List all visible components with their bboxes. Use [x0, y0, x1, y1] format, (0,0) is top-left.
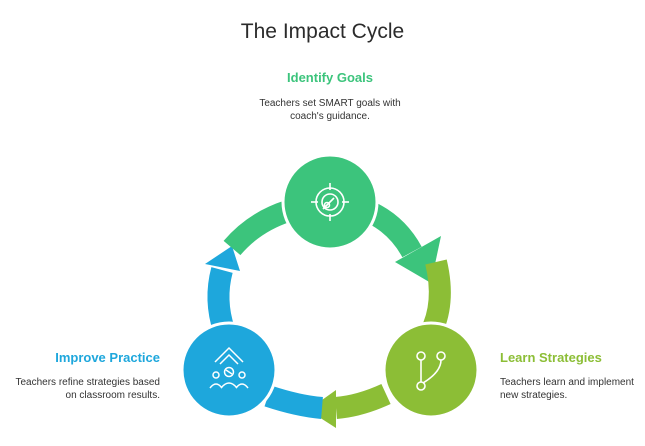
step-title-identify-goals: Identify Goals: [287, 70, 373, 85]
step-title-learn-strategies: Learn Strategies: [500, 350, 602, 365]
team-growth-icon: [209, 346, 249, 389]
diagram-title: The Impact Cycle: [240, 20, 405, 43]
arrow-into-goals: [223, 200, 292, 256]
target-icon: [311, 183, 349, 221]
step-title-improve-practice: Improve Practice: [55, 350, 160, 365]
step-description-identify-goals: Teachers set SMART goals with coach's gu…: [259, 98, 401, 122]
step-description-improve-practice: Teachers refine strategies based on clas…: [15, 377, 160, 401]
branch-icon: [416, 351, 446, 391]
node-learn-strategies: [382, 321, 480, 419]
step-description-learn-strategies: Teachers learn and implement new strateg…: [500, 377, 634, 401]
node-improve-practice: [180, 321, 278, 419]
node-identify-goals: [281, 153, 379, 251]
